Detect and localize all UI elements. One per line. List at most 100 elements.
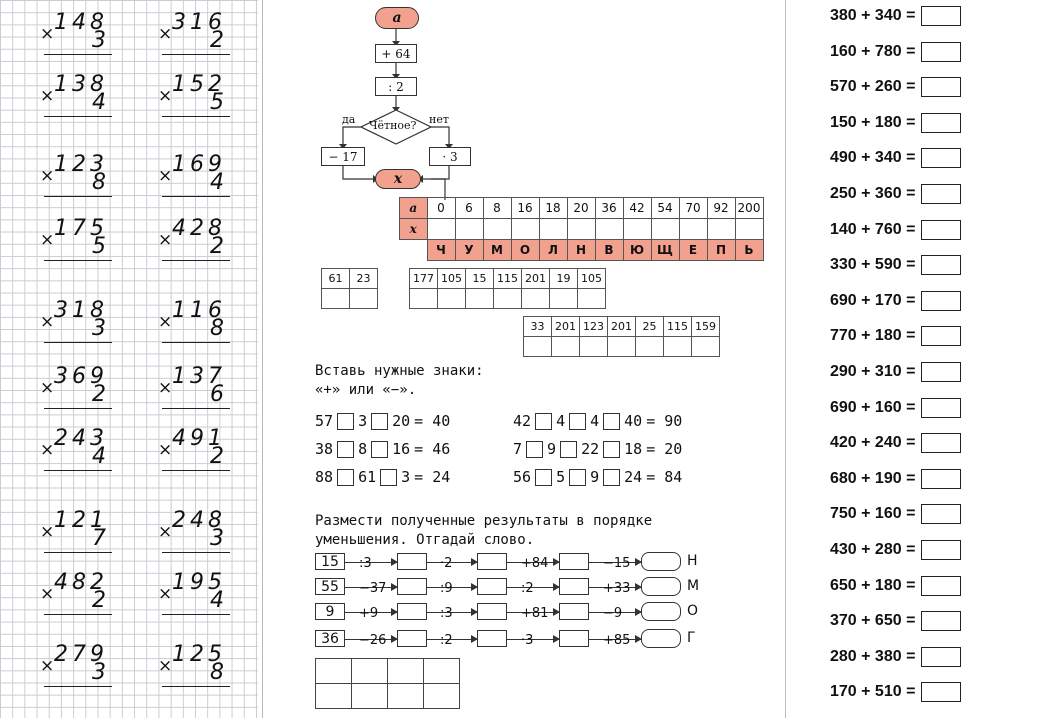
code-x-cell[interactable] — [510, 218, 540, 240]
code-x-cell[interactable] — [566, 218, 596, 240]
addition-answer-box[interactable] — [921, 362, 962, 382]
decode-number: 25 — [635, 316, 664, 337]
code-x-cell[interactable] — [538, 218, 568, 240]
decode-letter-cell[interactable] — [437, 288, 466, 309]
addition-answer-box[interactable] — [921, 41, 962, 62]
decode-letter-cell[interactable] — [551, 336, 580, 357]
multiplicand: 138 — [54, 72, 108, 97]
addition-answer-box[interactable] — [921, 6, 962, 26]
decode-letter-cell[interactable] — [663, 336, 692, 357]
chain-result-box[interactable] — [397, 553, 427, 570]
answer-cell[interactable] — [315, 683, 352, 709]
chain-operation: +33 — [603, 581, 631, 596]
answer-cell[interactable] — [423, 683, 460, 709]
addition-answer-box[interactable] — [921, 468, 962, 489]
code-x-cell[interactable] — [454, 218, 484, 240]
addition-answer-box[interactable] — [921, 77, 962, 98]
chain-arrow: −9 — [589, 606, 642, 621]
chain-result-box[interactable] — [559, 630, 589, 647]
code-a-value: 20 — [566, 197, 596, 219]
addition-answer-box[interactable] — [921, 646, 962, 667]
decode-letter-cell[interactable] — [579, 336, 608, 357]
chain-final-box[interactable] — [641, 629, 681, 648]
addition-answer-box[interactable] — [921, 326, 962, 347]
answer-cell[interactable] — [387, 658, 424, 684]
sign-box[interactable] — [569, 468, 587, 486]
sign-box[interactable] — [603, 412, 621, 430]
decode-letter-cell[interactable] — [691, 336, 720, 357]
decode-letter-cell[interactable] — [607, 336, 636, 357]
code-x-cell[interactable] — [594, 218, 624, 240]
addition-answer-box[interactable] — [921, 255, 962, 276]
answer-cell[interactable] — [423, 658, 460, 684]
chain-result-box[interactable] — [477, 578, 507, 595]
decode-letter-cell[interactable] — [523, 336, 552, 357]
addition-answer-box[interactable] — [921, 148, 962, 169]
answer-cell[interactable] — [351, 658, 388, 684]
code-x-cell[interactable] — [426, 218, 456, 240]
sign-box[interactable] — [560, 440, 578, 458]
decode-letter-cell[interactable] — [549, 288, 578, 309]
code-x-cell[interactable] — [734, 218, 764, 240]
addition-answer-box[interactable] — [921, 397, 962, 418]
addition-answer-box[interactable] — [921, 611, 962, 632]
chain-result-box[interactable] — [477, 553, 507, 570]
addition-answer-box[interactable] — [921, 575, 962, 596]
chain-arrow: −37 — [345, 581, 398, 596]
decode-letter-cell[interactable] — [493, 288, 522, 309]
sign-box[interactable] — [337, 412, 355, 430]
equation-number: 7 — [513, 440, 523, 458]
decode-letter-cell[interactable] — [465, 288, 494, 309]
code-x-cell[interactable] — [650, 218, 680, 240]
chain-result-box[interactable] — [477, 603, 507, 620]
addition-problem: 770 + 180 = — [830, 326, 962, 347]
chain-final-box[interactable] — [641, 552, 681, 571]
addition-answer-box[interactable] — [921, 184, 962, 204]
code-x-cell[interactable] — [622, 218, 652, 240]
decode-letter-cell[interactable] — [635, 336, 664, 357]
chain-result-box[interactable] — [559, 578, 589, 595]
decode-letter-cell[interactable] — [409, 288, 438, 309]
code-x-cell[interactable] — [678, 218, 708, 240]
chain-result-box[interactable] — [559, 553, 589, 570]
answer-cell[interactable] — [315, 658, 352, 684]
decode-letter-cell[interactable] — [349, 288, 378, 309]
decode-letter-cell[interactable] — [321, 288, 350, 309]
addition-answer-box[interactable] — [921, 682, 962, 703]
sign-box[interactable] — [603, 468, 621, 486]
sign-box[interactable] — [535, 412, 553, 430]
sign-box[interactable] — [603, 440, 621, 458]
addition-answer-box[interactable] — [921, 112, 962, 133]
chain-result-box[interactable] — [559, 603, 589, 620]
code-x-cell[interactable] — [706, 218, 736, 240]
chain-result-box[interactable] — [397, 603, 427, 620]
chain-result-box[interactable] — [477, 630, 507, 647]
decode-number: 61 — [321, 268, 350, 289]
sign-box[interactable] — [337, 440, 355, 458]
code-x-cell[interactable] — [482, 218, 512, 240]
sign-box[interactable] — [535, 468, 553, 486]
answer-cell[interactable] — [351, 683, 388, 709]
sign-box[interactable] — [526, 440, 544, 458]
answer-cell[interactable] — [387, 683, 424, 709]
addition-answer-box[interactable] — [921, 290, 962, 311]
decode-letter-cell[interactable] — [577, 288, 606, 309]
decode-letter-cell[interactable] — [521, 288, 550, 309]
addition-answer-box[interactable] — [921, 504, 962, 525]
sign-box[interactable] — [337, 468, 355, 486]
sign-box[interactable] — [569, 412, 587, 430]
sign-box[interactable] — [371, 440, 389, 458]
addition-answer-box[interactable] — [921, 540, 962, 560]
chain-start-value: 55 — [315, 578, 345, 595]
addition-answer-box[interactable] — [921, 219, 962, 240]
chain-result-box[interactable] — [397, 630, 427, 647]
chain-final-box[interactable] — [641, 577, 681, 596]
chain-result-box[interactable] — [397, 578, 427, 595]
sign-box[interactable] — [380, 468, 398, 486]
sign-box[interactable] — [371, 412, 389, 430]
addition-answer-box[interactable] — [921, 433, 962, 454]
chain-final-box[interactable] — [641, 602, 681, 621]
